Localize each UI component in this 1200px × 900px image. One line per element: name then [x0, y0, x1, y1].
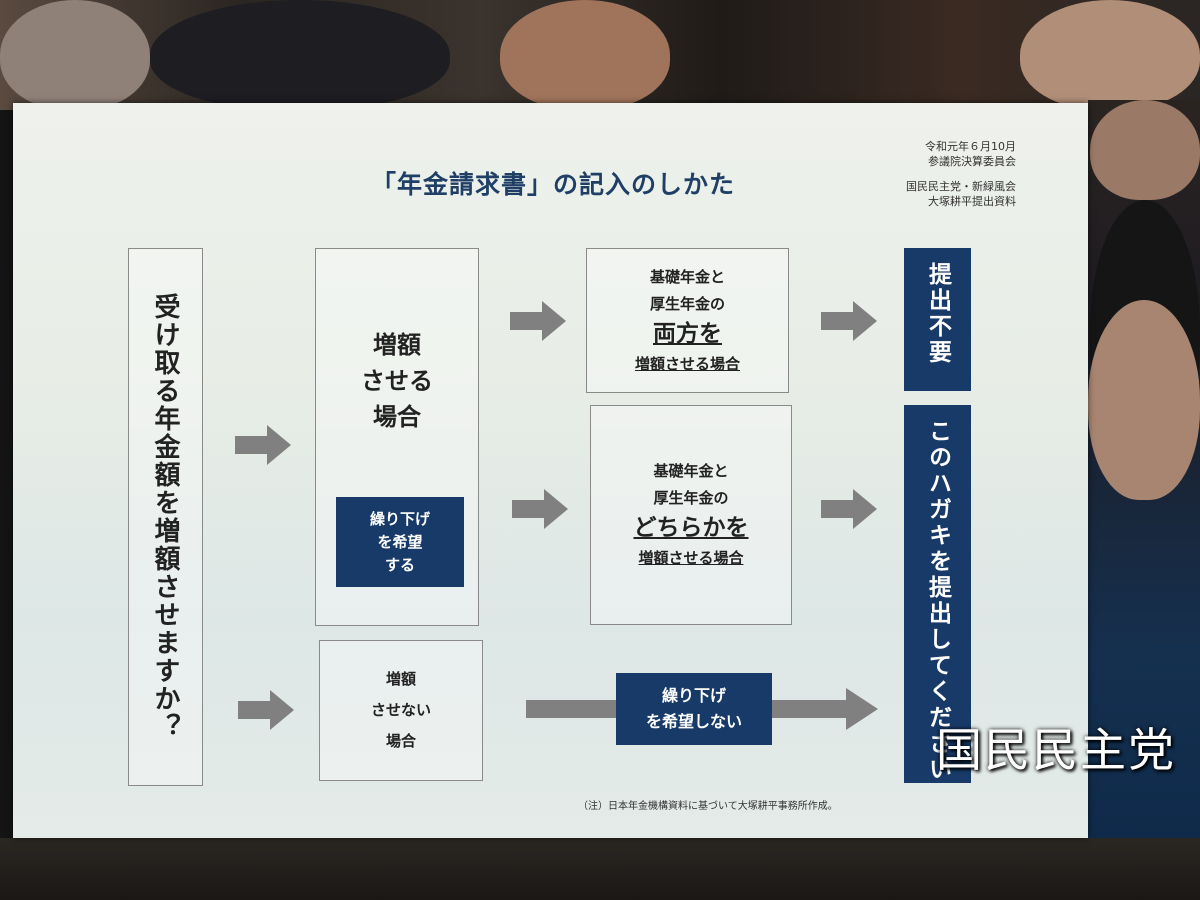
no-submission-text: 提出不要	[924, 262, 951, 366]
meta-party: 国民民主党・新緑風会	[906, 180, 1016, 193]
audience-person	[0, 0, 150, 110]
both-emphasis: 両方を	[653, 320, 722, 347]
either-line3: 増額させる場合	[638, 549, 744, 567]
increase-case-label: 増額 させる 場合	[316, 327, 478, 435]
either-line1: 基礎年金と	[653, 462, 729, 480]
slide-title: 「年金請求書」の記入のしかた	[370, 170, 735, 199]
submit-postcard-text: このハガキを提出してください	[924, 419, 951, 783]
defer-yes-line: 繰り下げ	[369, 509, 430, 528]
either-line2: 厚生年金の	[653, 489, 729, 507]
both-line2: 厚生年金の	[649, 294, 725, 313]
defer-no-line: を希望しない	[645, 712, 742, 731]
question-box: 受け取る年金額を増額させますか？	[128, 248, 203, 786]
defer-yes-line: する	[384, 555, 415, 574]
defer-yes-line: を希望	[377, 532, 423, 551]
slide-footnote: （注）日本年金機構資料に基づいて大塚耕平事務所作成。	[578, 801, 838, 812]
slide-meta-date: 令和元年６月10月 参議院決算委員会	[925, 139, 1016, 169]
arrow-right-icon	[821, 301, 877, 341]
meta-committee: 参議院決算委員会	[928, 155, 1016, 168]
presentation-slide: 「年金請求書」の記入のしかた 令和元年６月10月 参議院決算委員会 国民民主党・…	[13, 103, 1088, 838]
increase-case-line: 場合	[373, 403, 421, 431]
either-pension-box: 基礎年金と 厚生年金の どちらかを 増額させる場合	[590, 405, 792, 625]
arrow-right-icon	[510, 301, 566, 341]
question-text: 受け取る年金額を増額させますか？	[150, 293, 180, 741]
either-emphasis: どちらかを	[633, 515, 749, 541]
arrow-right-icon	[238, 690, 294, 730]
defer-no-label: 繰り下げ を希望しない	[616, 673, 772, 745]
no-submission-box: 提出不要	[904, 248, 971, 391]
slide-meta-source: 国民民主党・新緑風会 大塚耕平提出資料	[906, 179, 1016, 209]
no-increase-line: させない	[370, 701, 431, 719]
arrow-right-icon	[512, 489, 568, 529]
increase-case-line: させる	[361, 367, 433, 395]
audience-person	[1090, 100, 1200, 200]
no-increase-line: 増額	[385, 670, 416, 688]
submit-postcard-box: このハガキを提出してください	[904, 405, 971, 783]
tv-bottom-frame	[0, 838, 1200, 900]
both-line1: 基礎年金と	[649, 267, 725, 286]
tv-caption: 国民民主党	[936, 723, 1176, 777]
no-increase-case-box: 増額 させない 場合	[319, 640, 483, 781]
both-line3: 増額させる場合	[634, 354, 740, 373]
defer-no-line: 繰り下げ	[661, 686, 726, 705]
defer-yes-label: 繰り下げ を希望 する	[336, 497, 464, 587]
arrow-right-icon	[821, 489, 877, 529]
meta-date: 令和元年６月10月	[925, 140, 1016, 153]
audience-person	[500, 0, 670, 110]
both-pensions-box: 基礎年金と 厚生年金の 両方を 増額させる場合	[586, 248, 789, 393]
audience-person	[150, 0, 450, 110]
arrow-right-icon	[235, 425, 291, 465]
increase-case-box: 増額 させる 場合 繰り下げ を希望 する	[315, 248, 479, 626]
increase-case-line: 増額	[373, 331, 421, 359]
audience-person	[1020, 0, 1200, 110]
no-increase-line: 場合	[385, 732, 416, 750]
meta-submitter: 大塚耕平提出資料	[928, 195, 1016, 208]
audience-person	[1088, 300, 1200, 500]
